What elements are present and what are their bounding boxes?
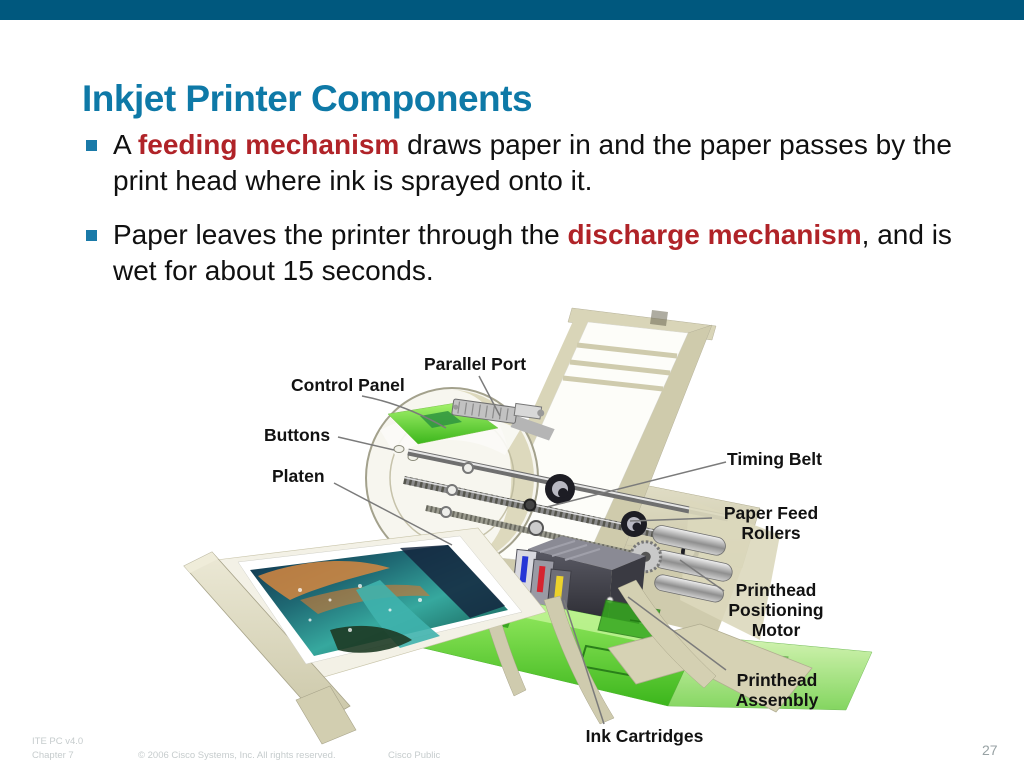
footer-chapter: Chapter 7 bbox=[32, 750, 74, 761]
leader-paper-feed-rollers bbox=[629, 517, 713, 522]
page-title: Inkjet Printer Components bbox=[82, 77, 533, 119]
leader-parallel-port bbox=[478, 375, 501, 417]
label-paper-feed-rollers: Paper Feed Rollers bbox=[723, 503, 819, 543]
label-parallel-port: Parallel Port bbox=[424, 354, 527, 374]
bullet-item: A feeding mechanism draws paper in and t… bbox=[86, 127, 958, 199]
footer-classification: Cisco Public bbox=[388, 750, 441, 761]
label-printhead-assembly: Printhead Assembly bbox=[735, 670, 819, 710]
label-timing-belt: Timing Belt bbox=[727, 449, 822, 469]
parallel-port-connector bbox=[451, 398, 555, 441]
label-control-panel: Control Panel bbox=[291, 375, 405, 395]
leader-control-panel bbox=[361, 395, 447, 429]
page-number: 27 bbox=[982, 742, 998, 758]
bullet-square-icon bbox=[86, 140, 97, 151]
leader-platen bbox=[333, 482, 453, 546]
footer-copyright: © 2006 Cisco Systems, Inc. All rights re… bbox=[138, 750, 336, 761]
bullet-emphasis-text: feeding mechanism bbox=[137, 129, 400, 160]
bullet-text-segment: A bbox=[113, 129, 138, 160]
leader-printhead-assembly bbox=[627, 596, 727, 671]
leader-ink-cartridges bbox=[563, 599, 605, 725]
leader-printhead-positioning-motor bbox=[679, 559, 725, 592]
footer-course-info: ITE PC v4.0 Chapter 7 bbox=[32, 735, 83, 763]
paper-feed-rollers bbox=[629, 525, 733, 603]
label-buttons: Buttons bbox=[264, 425, 331, 445]
leader-lines bbox=[333, 375, 727, 725]
label-platen: Platen bbox=[272, 466, 325, 486]
footer-course: ITE PC v4.0 bbox=[32, 736, 84, 747]
bullet-item: Paper leaves the printer through the dis… bbox=[86, 217, 958, 289]
bullet-text-segment: , and is wet for about 15 seconds. bbox=[113, 219, 952, 286]
bullet-text-segment: draws paper in and the paper passes by t… bbox=[113, 129, 952, 196]
case-front-pieces bbox=[479, 579, 813, 725]
bullet-square-icon bbox=[86, 230, 97, 241]
shaft-bolts bbox=[440, 462, 544, 536]
panel-button bbox=[393, 445, 405, 453]
label-ink-cartridges: Ink Cartridges bbox=[585, 726, 704, 746]
bullet-emphasis-text: discharge mechanism bbox=[567, 219, 862, 250]
leader-timing-belt bbox=[546, 461, 727, 508]
top-accent-bar bbox=[0, 0, 1024, 20]
printer-illustration bbox=[183, 307, 873, 745]
label-printhead-positioning-motor: Printhead Positioning Motor bbox=[728, 580, 824, 640]
photo-print bbox=[237, 535, 523, 665]
bullet-text-segment: Paper leaves the printer through the bbox=[113, 219, 568, 250]
leader-buttons bbox=[337, 436, 395, 451]
